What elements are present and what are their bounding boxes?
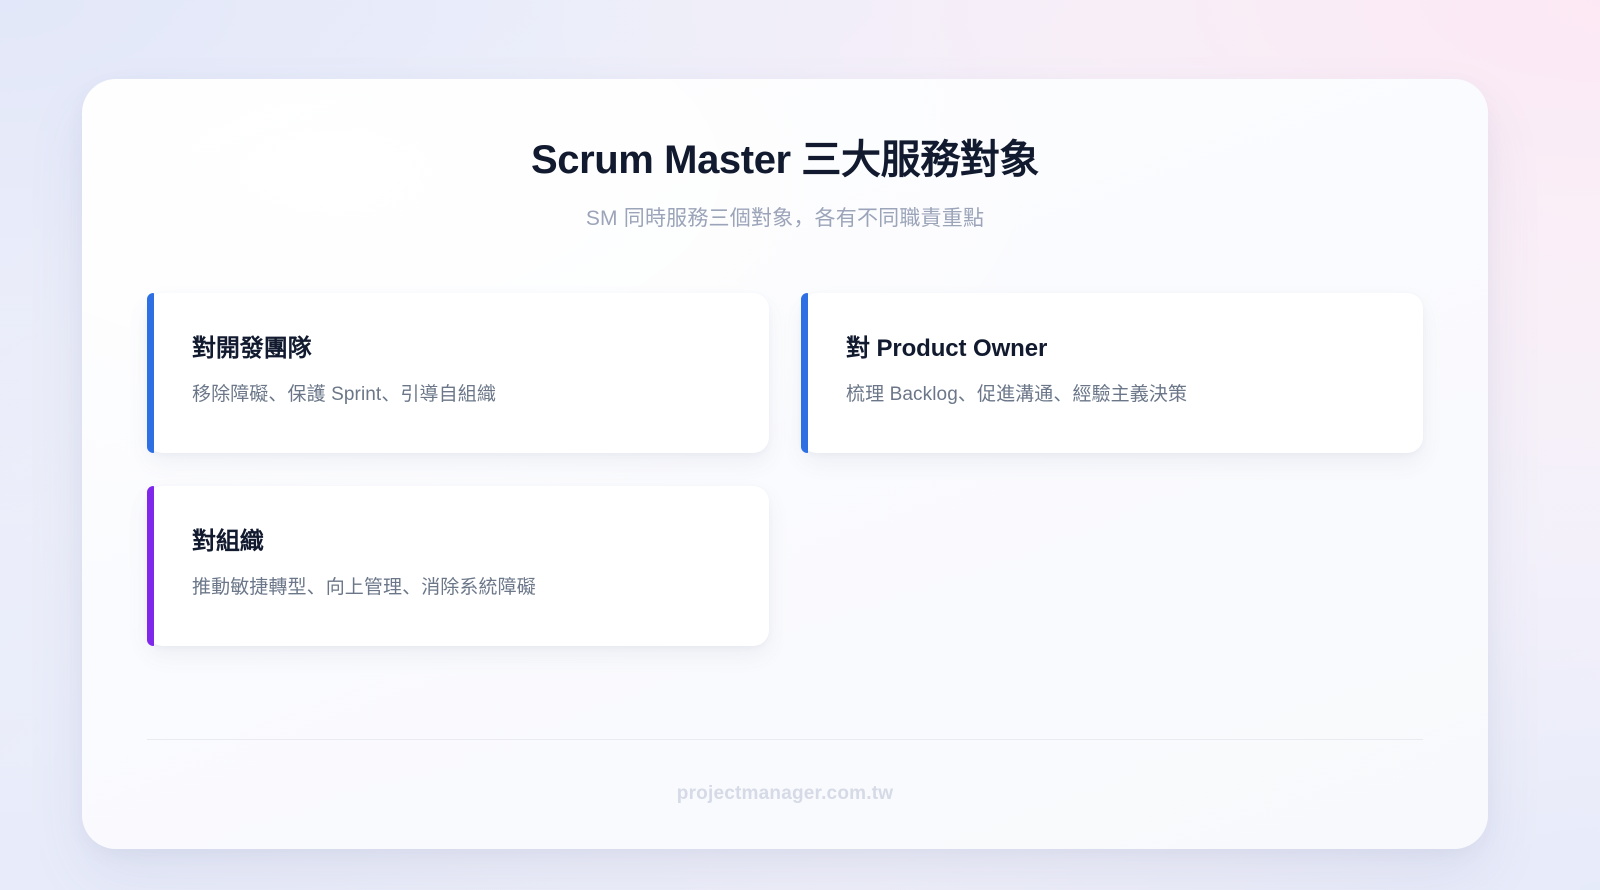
page-subtitle: SM 同時服務三個對象，各有不同職責重點 — [585, 207, 985, 231]
card-product-owner[interactable]: 對 Product Owner 梳理 Backlog、促進溝通、經驗主義決策 — [801, 292, 1423, 453]
card-organization[interactable]: 對組織 推動敏捷轉型、向上管理、消除系統障礙 — [147, 485, 769, 646]
card-title: 對開發團隊 — [192, 334, 312, 362]
card-title: 對組織 — [192, 527, 264, 555]
card-description: 推動敏捷轉型、向上管理、消除系統障礙 — [192, 576, 536, 598]
service-cards-grid: 對開發團隊 移除障礙、保護 Sprint、引導自組織 對 Product Own… — [82, 292, 1488, 646]
accent-bar-blue — [147, 292, 154, 453]
card-description: 梳理 Backlog、促進溝通、經驗主義決策 — [846, 383, 1188, 405]
footer: projectmanager.com.tw — [147, 739, 1423, 805]
card-description: 移除障礙、保護 Sprint、引導自組織 — [192, 383, 496, 405]
main-panel: Scrum Master 三大服務對象 SM 同時服務三個對象，各有不同職責重點… — [82, 79, 1488, 849]
card-title: 對 Product Owner — [846, 334, 1048, 362]
page-title: Scrum Master 三大服務對象 — [530, 138, 1040, 182]
accent-bar-purple — [147, 485, 154, 646]
accent-bar-blue — [801, 292, 808, 453]
header: Scrum Master 三大服務對象 SM 同時服務三個對象，各有不同職責重點 — [82, 79, 1488, 234]
footer-site-name: projectmanager.com.tw — [676, 783, 894, 804]
footer-divider — [147, 739, 1423, 740]
card-development-team[interactable]: 對開發團隊 移除障礙、保護 Sprint、引導自組織 — [147, 292, 769, 453]
